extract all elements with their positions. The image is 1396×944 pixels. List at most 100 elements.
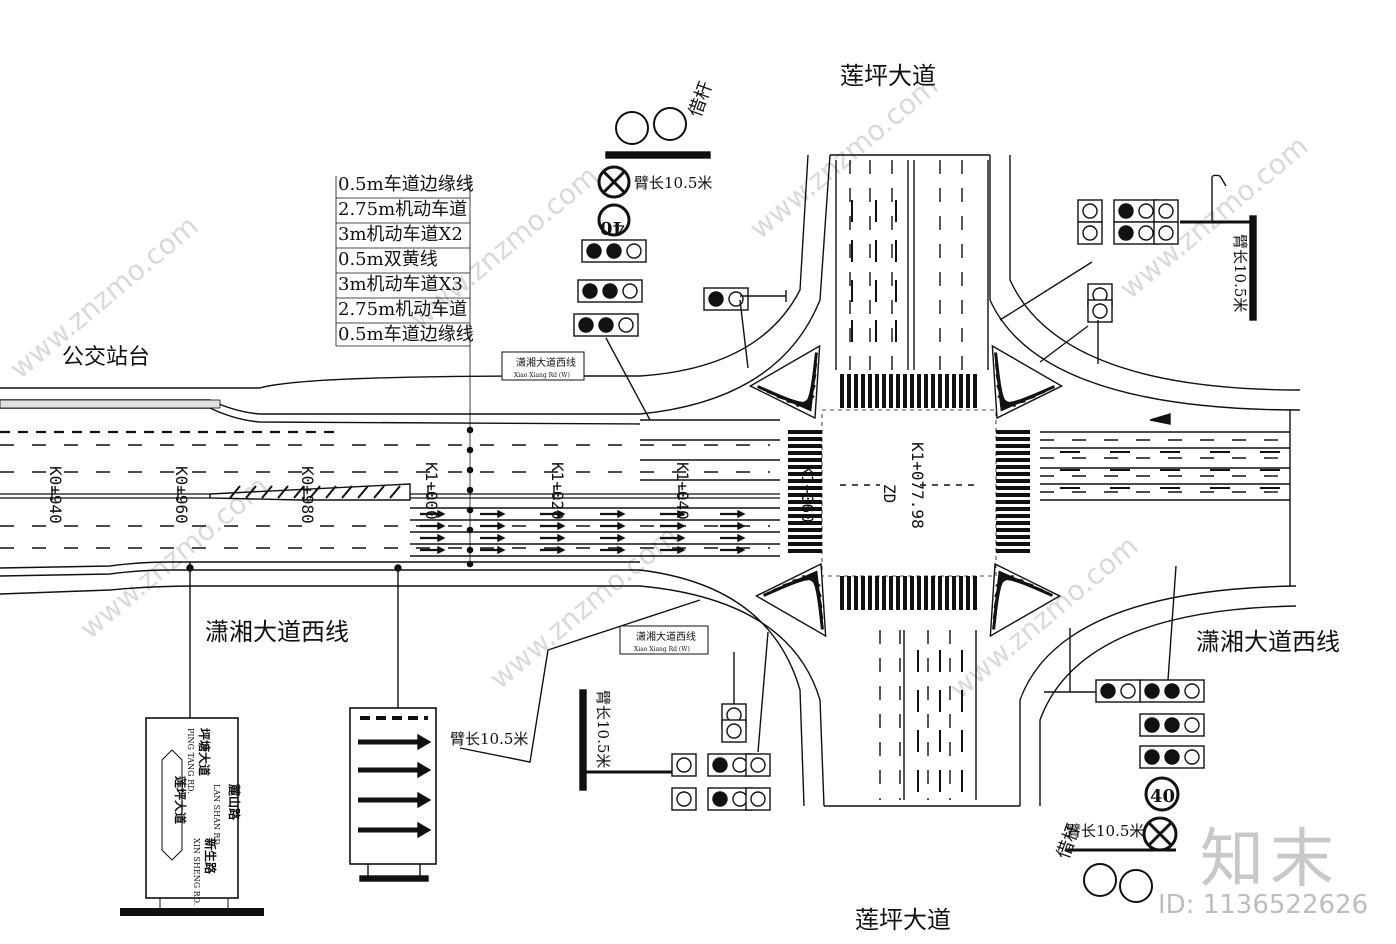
crosswalk-north-stripe — [882, 374, 886, 408]
crosswalk-west-stripe — [788, 444, 822, 448]
signal-head-se-small — [1095, 679, 1141, 703]
signal-head-nw-small — [703, 287, 749, 311]
crosswalk-west-stripe — [788, 465, 822, 469]
crosswalk-east-stripe — [996, 479, 1030, 483]
lane-arrow-head — [497, 521, 506, 531]
signal-lamp — [732, 791, 748, 807]
crosswalk-west-stripe — [788, 507, 822, 511]
crosswalk-west-stripe — [788, 479, 822, 483]
guide-left-cn: 坪塘大道 — [197, 728, 212, 776]
crosswalk-east-stripe — [996, 465, 1030, 469]
taper-hatch — [325, 485, 337, 499]
board-arrow-head — [417, 821, 432, 839]
lane-arrow-head — [677, 533, 686, 543]
signal-lamp — [708, 291, 724, 307]
signal-leader — [1039, 325, 1089, 363]
signal-leader — [547, 599, 701, 651]
crosswalk-south-stripe — [896, 576, 900, 610]
sidewalk-edge-west — [0, 375, 640, 389]
crosswalk-north-stripe — [973, 374, 977, 408]
leader-dot — [466, 486, 474, 494]
crosswalk-south-stripe — [931, 576, 935, 610]
lane-arrow-head — [677, 521, 686, 531]
chevron-stripe — [782, 574, 823, 609]
leader-dot — [186, 564, 194, 572]
chevron-stripe — [776, 373, 817, 408]
lane-arrow-head — [617, 509, 626, 519]
lane-arrow-head — [677, 545, 686, 555]
station-label: K0+960 — [172, 466, 191, 524]
signal-lamp — [622, 283, 638, 299]
arm-pole-ne — [1249, 215, 1257, 321]
speed-limit-value: 40 — [1150, 786, 1175, 807]
arm-length-label: 臂长10.5米 — [594, 690, 612, 768]
crosswalk-east-stripe — [996, 451, 1030, 455]
signal-lamp — [582, 283, 598, 299]
signal-lamp — [1100, 683, 1116, 699]
taper-hatch — [277, 485, 289, 499]
signal-leader — [1167, 565, 1177, 681]
signal-head-sw — [745, 787, 771, 811]
guide-right-cn: 新生路 — [203, 838, 218, 875]
lane-arrow-head — [497, 545, 506, 555]
lane-arrow-head — [557, 533, 566, 543]
crosswalk-south-stripe — [952, 576, 956, 610]
crosswalk-south-stripe — [868, 576, 872, 610]
chevron-ne — [991, 344, 1064, 420]
taper-hatch — [341, 485, 353, 499]
no-stop-cross-se — [1146, 820, 1174, 848]
board-arrow-head — [417, 791, 432, 809]
crosswalk-north-stripe — [875, 374, 879, 408]
signal-lamp — [1082, 225, 1098, 241]
signal-lamp — [1184, 749, 1200, 765]
leader-dot — [466, 466, 474, 474]
vehicle-sign-icon-se — [1119, 869, 1153, 903]
crosswalk-south-stripe — [882, 576, 886, 610]
signal-lamp — [1158, 225, 1174, 241]
crosswalk-north-stripe — [966, 374, 970, 408]
crosswalk-west-stripe — [788, 437, 822, 441]
signal-head-se — [1139, 745, 1205, 769]
chevron-stripe — [792, 576, 822, 598]
crosswalk-north-stripe — [917, 374, 921, 408]
crosswalk-north-stripe — [952, 374, 956, 408]
crosswalk-north-stripe — [861, 374, 865, 408]
no-stop-cross — [602, 170, 626, 194]
signal-lamp — [712, 791, 728, 807]
crosswalk-south-stripe — [917, 576, 921, 610]
signal-lamp — [1164, 749, 1180, 765]
cross-section-item: 2.75m机动车道 — [338, 299, 467, 320]
crosswalk-north-stripe — [889, 374, 893, 408]
cross-section-item: 2.75m机动车道 — [338, 199, 467, 220]
bus-stop-label: 公交站台 — [62, 345, 150, 370]
taper-hatch — [293, 485, 305, 499]
street-sign-pinyin: Xiao Xiang Rd (W) — [514, 372, 570, 379]
leader-dot — [466, 526, 474, 534]
chevron-stripe — [993, 574, 1034, 609]
cross-section-item: 0.5m车道边缘线 — [338, 324, 474, 345]
cross-section-item: 0.5m车道边缘线 — [338, 174, 474, 195]
board-arrow-head — [417, 761, 432, 779]
signal-lamp — [1144, 683, 1160, 699]
crosswalk-east-stripe — [996, 486, 1030, 490]
crosswalk-east-stripe — [996, 507, 1030, 511]
crosswalk-south-stripe — [854, 576, 858, 610]
signal-lamp — [626, 243, 642, 259]
road-edge-south-west-curve — [639, 585, 825, 807]
signal-head-ne — [1153, 199, 1179, 223]
signal-leader — [757, 631, 769, 753]
crosswalk-south-stripe — [847, 576, 851, 610]
signal-lamp — [750, 757, 766, 773]
speed-limit-value: 40 — [600, 217, 625, 238]
road-name-east: 潇湘大道西线 — [1196, 628, 1340, 656]
image-id: ID: 1136522626 — [1158, 890, 1369, 920]
board-arrow-head — [417, 733, 432, 751]
signal-head-sw — [707, 787, 753, 811]
crosswalk-west-stripe — [788, 493, 822, 497]
speed-limit-sign — [597, 203, 631, 237]
station-label: K1+060 — [798, 465, 817, 523]
road-edge-south-west — [0, 561, 640, 569]
station-label: K1+020 — [548, 462, 567, 520]
chevron-island — [754, 562, 827, 638]
